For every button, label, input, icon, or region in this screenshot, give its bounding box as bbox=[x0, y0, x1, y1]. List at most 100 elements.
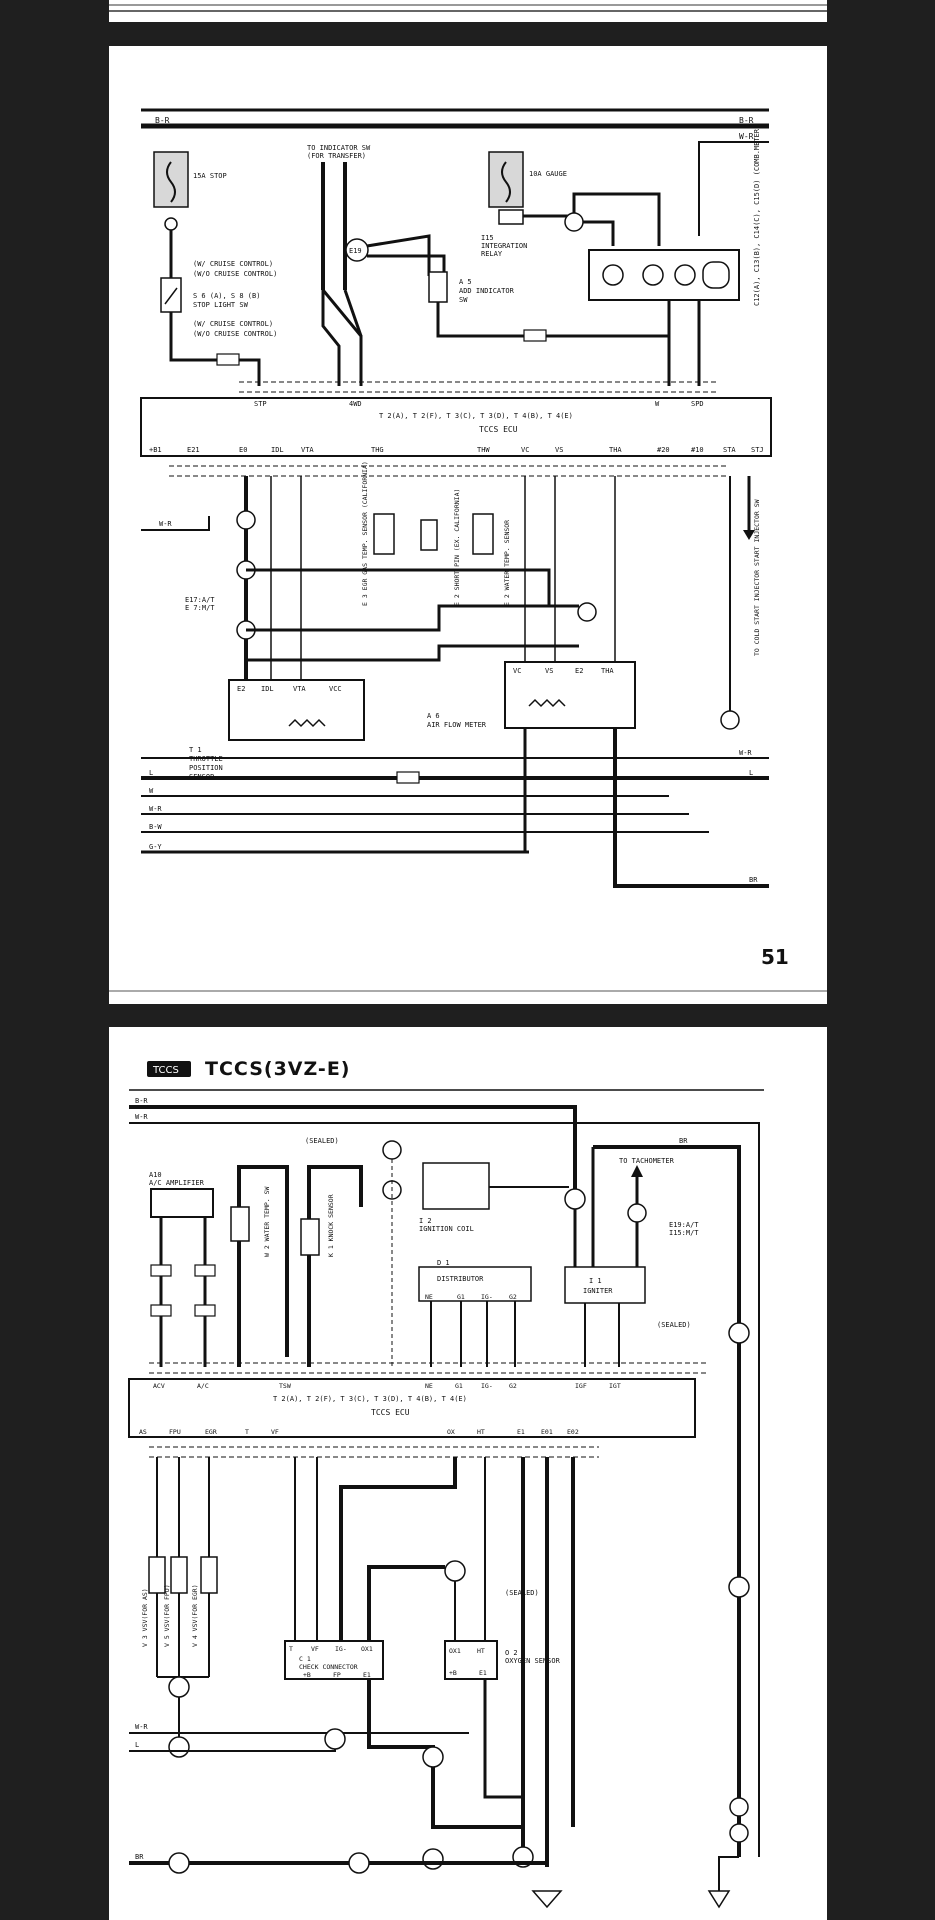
diagram-page-51: B-R B-R W-R 15A STOP (W/ CRUISE CONTROL)… bbox=[109, 46, 827, 1004]
ecu-connector-list: T 2(A), T 2(F), T 3(C), T 3(D), T 4(B), … bbox=[379, 412, 573, 420]
svg-text:THA: THA bbox=[601, 667, 614, 675]
gauge-fuse bbox=[488, 151, 524, 208]
ecu-pin-e1: E1 bbox=[517, 1428, 525, 1436]
check-pin-fp: FP bbox=[333, 1671, 341, 1679]
ecu-pin-ac: A/C bbox=[197, 1382, 209, 1390]
ecu-pin-tsw: TSW bbox=[279, 1382, 291, 1390]
ecu-pin-thg: THG bbox=[371, 446, 384, 454]
check-pin-ox1: OX1 bbox=[361, 1645, 373, 1653]
vsv-as bbox=[148, 1556, 166, 1594]
stop-light-sw-id: S 6 (A), S 8 (B) bbox=[193, 292, 260, 300]
stop-light-sw-label: STOP LIGHT SW bbox=[193, 301, 249, 309]
check-pin-t: T bbox=[289, 1645, 293, 1653]
ecu-pin-4wd: 4WD bbox=[349, 400, 362, 408]
vsv-egr-label: V 4 VSV(FOR EGR) bbox=[191, 1584, 199, 1647]
igniter bbox=[564, 1266, 646, 1304]
dist-pin-ig: IG- bbox=[481, 1293, 493, 1301]
relay-id: I15 bbox=[481, 234, 494, 242]
igniter-label: IGNITER bbox=[583, 1287, 613, 1295]
air-flow-meter bbox=[504, 661, 636, 729]
vsv-fpu-label: V 5 VSV(FOR FPU) bbox=[163, 1584, 171, 1647]
indicator-sw-label: TO INDICATOR SW bbox=[307, 144, 371, 152]
ecu-pin-as: AS bbox=[139, 1428, 147, 1436]
ecu-pin-b1: +B1 bbox=[149, 446, 162, 454]
e7-label: E 7:M/T bbox=[185, 604, 215, 612]
ecu-pin-g1: G1 bbox=[455, 1382, 463, 1390]
svg-text:VS: VS bbox=[545, 667, 553, 675]
o2-pin-ox1: OX1 bbox=[449, 1647, 461, 1655]
svg-text:E2: E2 bbox=[237, 685, 245, 693]
ecu-pin-fpu: FPU bbox=[169, 1428, 181, 1436]
vsv-group bbox=[148, 1457, 218, 1677]
o2-id: O 2 bbox=[505, 1649, 518, 1657]
svg-text:IDL: IDL bbox=[261, 685, 274, 693]
wire-label-br: BR bbox=[749, 876, 758, 884]
ecu-pin-10: #10 bbox=[691, 446, 704, 454]
igniter-id: I 1 bbox=[589, 1277, 602, 1285]
check-conn-id: C 1 bbox=[299, 1655, 311, 1663]
ecu-pin-idl: IDL bbox=[271, 446, 284, 454]
o2-label: OXYGEN SENSOR bbox=[505, 1657, 561, 1665]
sealed-label-1: (SEALED) bbox=[305, 1137, 339, 1145]
sealed-label-2: (SEALED) bbox=[657, 1321, 691, 1329]
ecu-pin-spd: SPD bbox=[691, 400, 704, 408]
connector-e19-51 bbox=[345, 238, 369, 262]
tps-name-2: POSITION bbox=[189, 764, 223, 772]
e17-label: E17:A/T bbox=[185, 596, 215, 604]
o2-pin-e1: E1 bbox=[479, 1669, 487, 1677]
tccs-ecu-51 bbox=[140, 397, 772, 457]
dist-pin-ne: NE bbox=[425, 1293, 433, 1301]
ign-coil-label: IGNITION COIL bbox=[419, 1225, 474, 1233]
check-pin-vf: VF bbox=[311, 1645, 319, 1653]
wire-label-b-w: B-W bbox=[149, 823, 162, 831]
ecu-pin-e02: E02 bbox=[567, 1428, 579, 1436]
ecu-pin-w: W bbox=[655, 400, 660, 408]
o2-pin-b: +B bbox=[449, 1669, 457, 1677]
water-temp-label: E 2 WATER TEMP. SENSOR bbox=[503, 520, 511, 606]
wire-label-br-bottom: BR bbox=[135, 1853, 144, 1861]
ecu-pin-e01: E01 bbox=[541, 1428, 553, 1436]
vsv-fpu bbox=[170, 1556, 188, 1594]
cold-start-label: TO COLD START INJECTOR START INJECTOR SW bbox=[753, 499, 761, 656]
oxygen-sensor bbox=[444, 1640, 498, 1680]
ecu-pin-stj: STJ bbox=[751, 446, 764, 454]
tccs-badge bbox=[147, 1061, 191, 1077]
svg-text:E19: E19 bbox=[349, 247, 362, 255]
relay-name-2: RELAY bbox=[481, 250, 503, 258]
distributor-label: DISTRIBUTOR bbox=[437, 1275, 484, 1283]
distributor bbox=[418, 1266, 532, 1302]
water-temp-sw-label: W 2 WATER TEMP. SW bbox=[263, 1186, 271, 1257]
page-number: 51 bbox=[761, 945, 789, 969]
afm-id: A 6 bbox=[427, 712, 440, 720]
ecu-pin-stp: STP bbox=[254, 400, 267, 408]
stop-fuse bbox=[153, 151, 189, 208]
ecu-pin-vs: VS bbox=[555, 446, 563, 454]
wire-label-w-r-bottom: W-R bbox=[135, 1723, 148, 1731]
check-connector bbox=[284, 1640, 384, 1680]
ecu-pin-ne: NE bbox=[425, 1382, 433, 1390]
ecu-pin-vta: VTA bbox=[301, 446, 314, 454]
check-conn-label: CHECK CONNECTOR bbox=[299, 1663, 358, 1671]
wire-label-w-r-top: W-R bbox=[135, 1113, 148, 1121]
afm-label: AIR FLOW METER bbox=[427, 721, 487, 729]
ecu-title-51: TCCS ECU bbox=[479, 425, 518, 434]
e19-note: E19:A/T bbox=[669, 1221, 699, 1229]
previous-page-lines bbox=[109, 4, 827, 12]
wire-label-w-r-left: W-R bbox=[159, 520, 172, 528]
ecu-pin-g2: G2 bbox=[509, 1382, 517, 1390]
svg-text:VTA: VTA bbox=[293, 685, 306, 693]
wire-label-l-tccs: L bbox=[135, 1741, 139, 1749]
add-indicator-sw bbox=[428, 271, 448, 303]
ecu-pin-vc: VC bbox=[521, 446, 529, 454]
ignition-coil bbox=[422, 1162, 490, 1210]
ecu-title-tccs: TCCS ECU bbox=[371, 1408, 410, 1417]
cruise-with-label-1: (W/ CRUISE CONTROL) bbox=[193, 260, 273, 268]
knock-sensor bbox=[300, 1218, 320, 1256]
ecu-pin-sta: STA bbox=[723, 446, 736, 454]
svg-text:VCC: VCC bbox=[329, 685, 342, 693]
wire-label-g-y: G-Y bbox=[149, 843, 162, 851]
check-pin-ig: IG- bbox=[335, 1645, 347, 1653]
ecu-pin-ig: IG- bbox=[481, 1382, 493, 1390]
relay-name-1: INTEGRATION bbox=[481, 242, 527, 250]
tachometer-label: TO TACHOMETER bbox=[619, 1157, 675, 1165]
